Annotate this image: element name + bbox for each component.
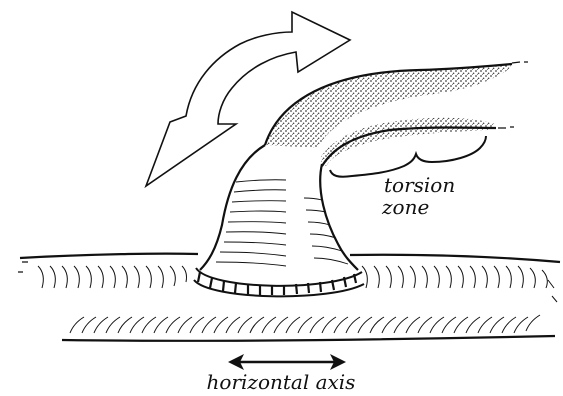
stalk — [200, 145, 358, 270]
horizontal-axis-label: horizontal axis — [207, 370, 356, 394]
horizontal-axis-arrow — [228, 354, 346, 370]
torsion-zone-label-line2: zone — [381, 195, 429, 219]
attachment-ring — [194, 268, 364, 296]
torsion-zone-label-line1: torsion — [384, 173, 455, 197]
